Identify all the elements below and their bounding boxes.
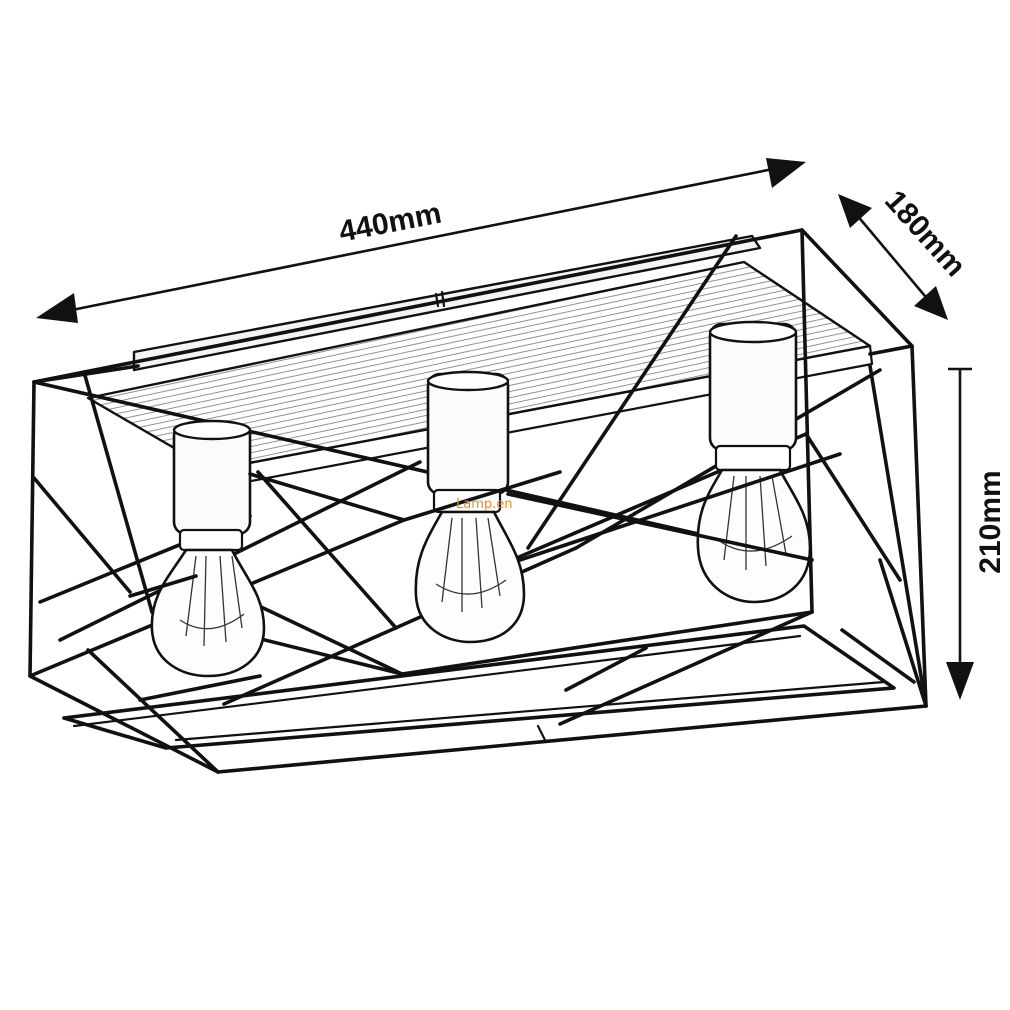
depth-arrow-bottom-icon: [914, 286, 948, 320]
height-arrow-bottom-icon: [946, 662, 974, 700]
socket-middle: [426, 372, 510, 496]
width-arrow-left-icon: [36, 293, 78, 323]
bulb-glass-middle: [414, 510, 526, 644]
socket-left: [172, 422, 252, 536]
height-dimension: 210mm: [946, 367, 1007, 700]
bulb-middle: [414, 370, 526, 644]
watermark-text: Lamp.en: [456, 497, 513, 512]
bulb-glass-left: [150, 548, 266, 678]
depth-dimension: 180mm: [838, 184, 972, 320]
depth-arrow-top-icon: [838, 194, 872, 228]
frame-bottom-tray: [62, 624, 896, 750]
width-dimension-line: [61, 166, 779, 314]
depth-dimension-line: [855, 213, 931, 303]
wire-frame-front: [128, 452, 842, 598]
width-arrow-right-icon: [766, 158, 806, 188]
width-label: 440mm: [336, 197, 444, 249]
height-label: 210mm: [974, 470, 1007, 573]
depth-label: 180mm: [878, 184, 972, 283]
bulb-glass-right: [696, 468, 812, 604]
bulb-right: [696, 320, 812, 604]
